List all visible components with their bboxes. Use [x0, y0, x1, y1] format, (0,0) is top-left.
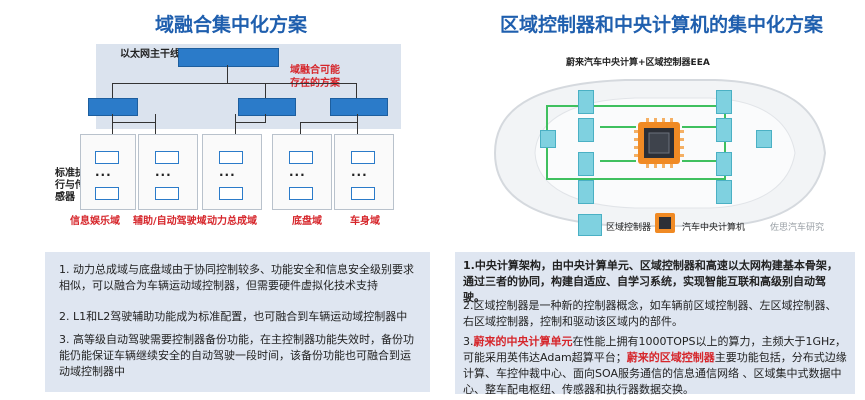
zone-controller-front-left-1	[578, 90, 594, 114]
sensor-box	[155, 187, 179, 200]
domain-column-chassis: ...	[272, 134, 332, 210]
actuator-label-line3: 感器	[55, 192, 75, 203]
connector	[356, 83, 357, 98]
left-note-3: 3. 高等级自动驾驶需要控制器备份功能，在主控制器功能失效时，备份功能仍能保证车…	[59, 333, 414, 378]
right-notes-panel: 1.中央计算架构，由中央计算单元、区域控制器和高速以太网构建基本骨架，通过三者的…	[455, 252, 855, 396]
domain-label-body: 车身域	[350, 216, 380, 227]
sensor-box	[95, 187, 119, 200]
connector	[112, 83, 357, 84]
connector	[235, 114, 236, 134]
connector	[300, 122, 358, 123]
zone-controller-rear-left-2	[578, 180, 594, 204]
central-computer-chip-icon	[634, 118, 684, 168]
chip-svg	[634, 118, 684, 168]
domain-controller-1	[88, 98, 138, 116]
network-link	[724, 105, 726, 180]
right-note-2: 2.区域控制器是一种新的控制器概念，如车辆前区域控制器、左区域控制器、右区域控制…	[463, 299, 837, 328]
right-note-3-red2: 蔚来的区域控制器	[626, 351, 715, 364]
domain-controller-2	[238, 98, 296, 116]
right-note-3-suffix: 主要功能包括，分布式边缘计算、车控仲裁中心、面向SOA服务通信的信息通信网络 、…	[463, 351, 847, 396]
sensor-box	[95, 151, 119, 164]
zone-controller-rear-right-1	[716, 152, 732, 176]
connector	[235, 122, 266, 123]
left-title: 域融合集中化方案	[155, 14, 308, 36]
diagram-caption: 蔚来汽车中央计算+区域控制器EEA	[566, 58, 710, 68]
central-controller-box	[178, 48, 279, 67]
zone-controller-front-right-1	[716, 90, 732, 114]
actuator-label-line2: 行与传	[55, 180, 85, 191]
left-notes-panel: 1. 动力总成域与底盘域由于协同控制较多、功能安全和信息安全级别要求相似，可以融…	[45, 252, 430, 392]
connector	[357, 114, 358, 134]
domain-label-infotainment: 信息娱乐域	[70, 216, 120, 227]
dots: ...	[95, 165, 112, 179]
connector	[155, 114, 156, 134]
right-note-1: 1.中央计算架构，由中央计算单元、区域控制器和高速以太网构建基本骨架，通过三者的…	[463, 259, 838, 304]
sensor-box	[155, 151, 179, 164]
connector	[227, 65, 228, 83]
zone-controller-rear-left-1	[578, 152, 594, 176]
legend-central-label: 汽车中央计算机	[682, 223, 746, 233]
sensor-box	[219, 151, 243, 164]
zone-controller-rear-right-2	[716, 180, 732, 204]
connector	[112, 83, 113, 98]
actuator-label: 标准执 行与传 感器	[55, 168, 85, 204]
network-link	[682, 126, 718, 128]
actuator-label-line1: 标准执	[55, 168, 85, 179]
domain-column-powertrain: ...	[202, 134, 262, 210]
zone-controller-front-right-2	[716, 118, 732, 142]
legend-zone-swatch	[578, 214, 602, 236]
fusion-label: 域融合可能 存在的方案	[290, 64, 340, 90]
left-note-1: 1. 动力总成域与底盘域由于协同控制较多、功能安全和信息安全级别要求相似，可以融…	[59, 263, 414, 292]
network-link	[682, 160, 718, 162]
domain-column-body: ...	[334, 134, 394, 210]
connector	[300, 122, 301, 134]
dots: ...	[155, 165, 172, 179]
domain-column-infotainment: ...	[80, 134, 136, 210]
domain-column-adas: ...	[138, 134, 198, 210]
legend-zone-label: 区域控制器	[606, 223, 652, 233]
domain-controller-3	[330, 98, 388, 116]
sensor-box	[351, 187, 375, 200]
dots: ...	[219, 165, 236, 179]
sensor-box	[351, 151, 375, 164]
right-title: 区域控制器和中央计算机的集中化方案	[500, 14, 824, 36]
sensor-box	[289, 151, 313, 164]
legend-chip-icon	[655, 213, 675, 233]
domain-label-chassis: 底盘域	[292, 216, 322, 227]
ethernet-label: 以太网主干线	[120, 49, 180, 60]
network-link	[600, 126, 636, 128]
right-note-3-red1: 蔚来的中央计算单元	[473, 335, 573, 348]
legend-central-swatch	[654, 212, 676, 234]
right-note-3-prefix: 3.	[463, 335, 474, 348]
domain-label-adas: 辅助/自动驾驶域	[133, 216, 207, 227]
right-note-3-mid: 在性能上拥有1000TOPS以上的算力，主频大于1GHz，可能采用英伟达Adam…	[463, 335, 847, 364]
connector	[265, 83, 266, 98]
dots: ...	[351, 165, 368, 179]
zone-controller-side-right	[756, 130, 772, 148]
network-link	[600, 160, 636, 162]
zone-controller-front-left-2	[578, 118, 594, 142]
left-note-2: 2. L1和L2驾驶辅助功能成为标准配置，也可融合到车辆运动域控制器中	[59, 310, 408, 323]
dots: ...	[289, 165, 306, 179]
right-note-3: 3.蔚来的中央计算单元在性能上拥有1000TOPS以上的算力，主频大于1GHz，…	[463, 334, 847, 398]
sensor-box	[219, 187, 243, 200]
sensor-box	[289, 187, 313, 200]
network-link	[546, 178, 726, 180]
watermark: 佐思汽车研究	[770, 223, 825, 233]
connector	[112, 114, 113, 134]
connector	[265, 114, 266, 122]
zone-controller-side-left	[540, 130, 556, 148]
domain-label-powertrain: 动力总成域	[207, 216, 257, 227]
connector	[112, 122, 156, 123]
network-link	[546, 105, 726, 107]
fusion-label-line1: 域融合可能	[290, 65, 340, 76]
